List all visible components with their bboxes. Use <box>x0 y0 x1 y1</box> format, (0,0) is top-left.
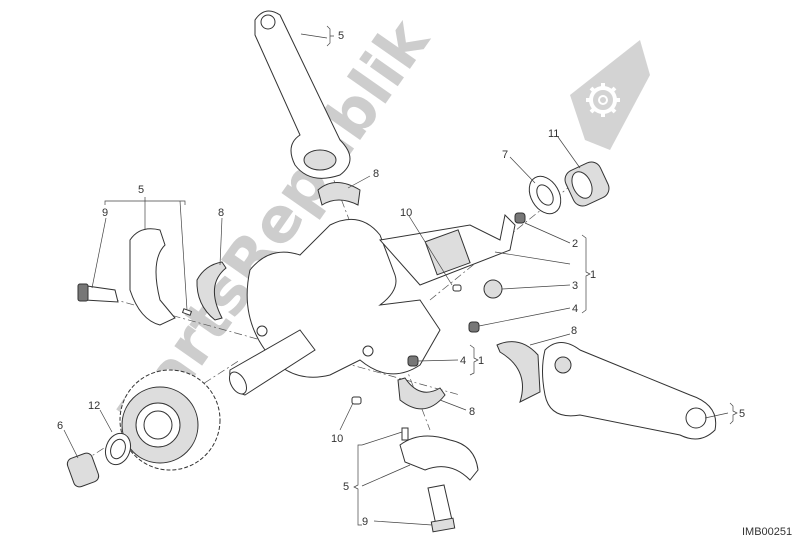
callout-4: 4 <box>572 303 578 315</box>
callout-1: 1 <box>478 355 484 367</box>
callout-8: 8 <box>571 325 577 337</box>
callout-5: 5 <box>138 184 144 196</box>
plug-large <box>483 279 503 299</box>
crankshaft <box>228 213 516 396</box>
callout-7: 7 <box>502 149 508 161</box>
callout-1: 1 <box>590 269 596 281</box>
callout-8: 8 <box>218 207 224 219</box>
key <box>452 284 462 292</box>
plug <box>514 212 526 224</box>
bearing-shell <box>397 377 446 410</box>
bearing-shell <box>196 261 227 321</box>
plug <box>407 355 419 367</box>
callout-8: 8 <box>469 406 475 418</box>
connecting-rod-right <box>542 342 717 440</box>
bearing-shell <box>496 341 541 403</box>
callout-8: 8 <box>373 168 379 180</box>
callout-12: 12 <box>88 400 100 412</box>
rod-cap-bottom <box>399 427 479 533</box>
ring-nut <box>564 161 610 207</box>
callout-6: 6 <box>57 420 63 432</box>
callout-5: 5 <box>739 408 745 420</box>
key <box>351 396 362 405</box>
leader-lines <box>63 25 738 526</box>
callout-9: 9 <box>362 516 368 528</box>
callout-5: 5 <box>338 30 344 42</box>
washer-inner <box>536 184 554 206</box>
plug <box>468 321 480 333</box>
callout-labels: 5 8 11 7 10 2 3 4 1 5 9 8 4 1 8 8 5 6 12… <box>57 30 792 538</box>
gear-icon <box>586 83 620 117</box>
callout-5: 5 <box>343 481 349 493</box>
washer-inner <box>110 438 126 460</box>
callout-3: 3 <box>572 280 578 292</box>
callout-11: 11 <box>548 128 559 140</box>
callout-10: 10 <box>400 207 412 219</box>
callout-2: 2 <box>572 238 578 250</box>
gear <box>119 369 221 471</box>
diagram-code: IMB00251 <box>742 526 792 538</box>
callout-9: 9 <box>102 207 108 219</box>
callout-4: 4 <box>460 355 466 367</box>
bearing-shell <box>317 182 361 206</box>
connecting-rod-top <box>254 10 351 179</box>
callout-10: 10 <box>331 433 343 445</box>
watermark-flag-shape <box>570 40 650 150</box>
ring-nut <box>66 452 100 488</box>
